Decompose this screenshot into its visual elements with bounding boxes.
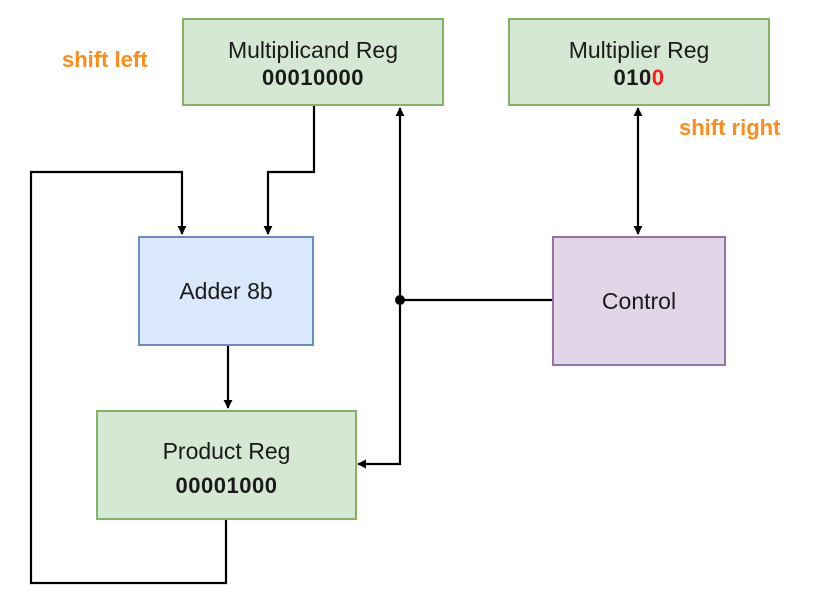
multiplier-lsb-bit: 0 [651,65,665,90]
multiplier-register-value: 0100 [614,64,665,92]
junction-dot [395,295,405,305]
shift-right-label: shift right [679,115,781,140]
multiplier-value-prefix: 010 [613,65,652,90]
shift-left-label: shift left [62,47,148,72]
control-unit-title: Control [601,288,677,314]
multiplicand-register-value: 00010000 [262,65,364,90]
wire-product-feedback-to-adder [29,170,228,585]
control-unit: Control [552,236,726,366]
multiplicand-register: Multiplicand Reg 00010000 [182,18,444,106]
adder-block: Adder 8b [138,236,314,346]
wire-multiplicand-to-adder [263,106,316,235]
product-register-value: 00001000 [175,472,278,498]
multiplicand-register-title: Multiplicand Reg [227,37,399,63]
wire-control-to-product [357,300,402,469]
multiplier-register-title: Multiplier Reg [568,37,710,63]
product-register: Product Reg 00001000 [96,410,357,520]
multiplier-register: Multiplier Reg 0100 [508,18,770,106]
product-register-title: Product Reg [162,437,291,464]
adder-block-title: Adder 8b [179,278,273,304]
